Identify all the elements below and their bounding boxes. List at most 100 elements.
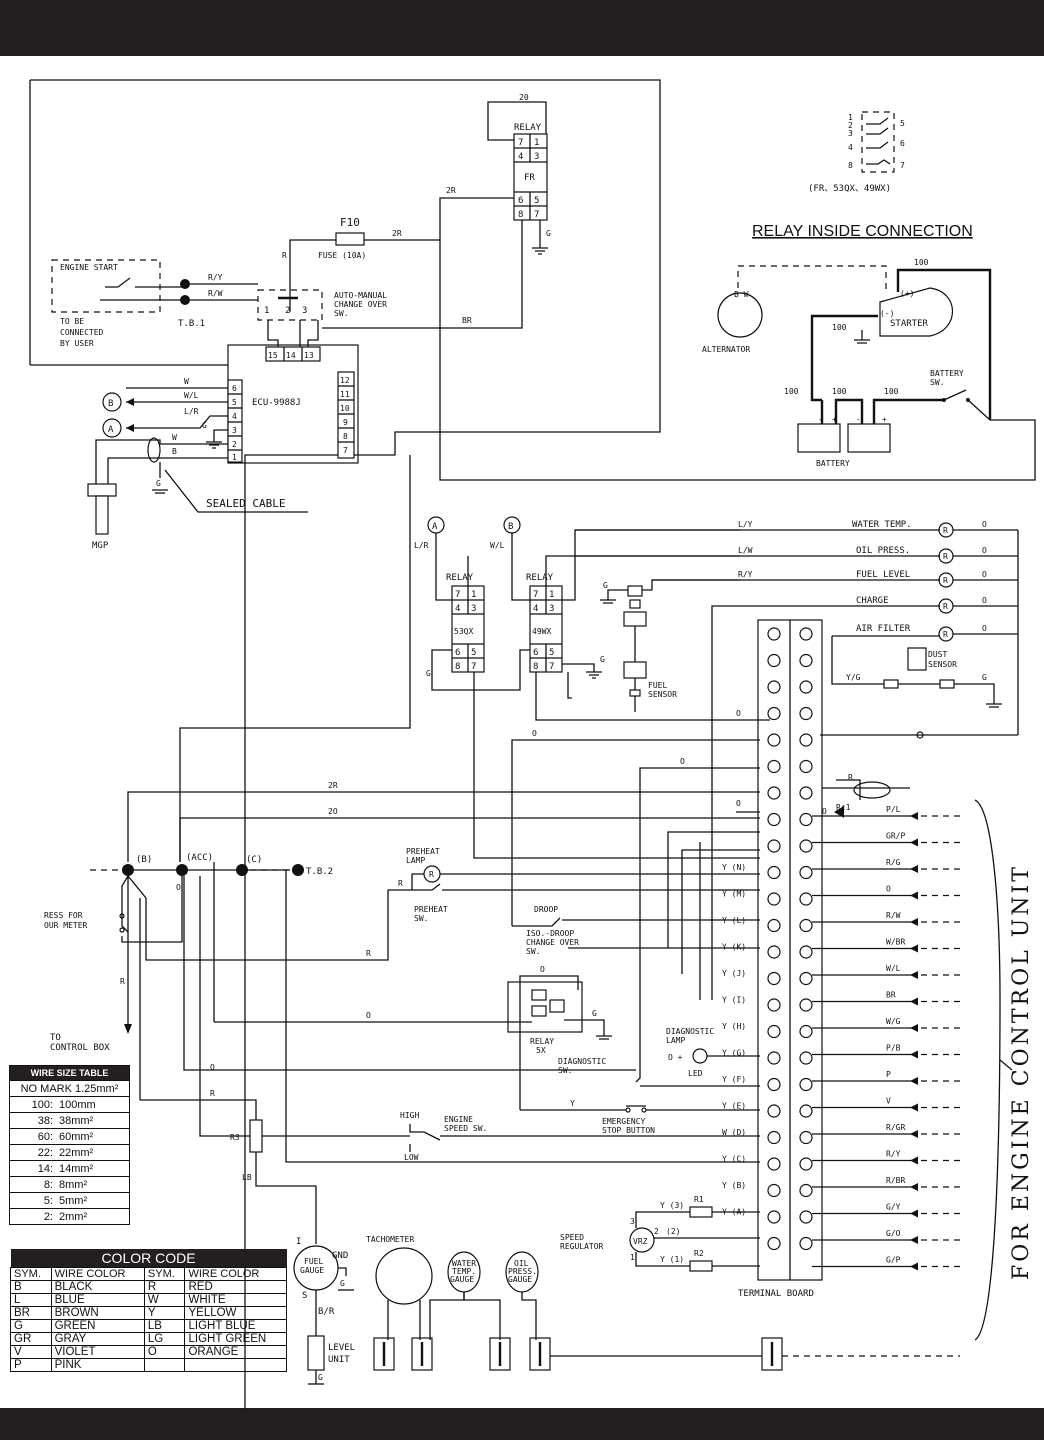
svg-text:+: + [882,415,887,424]
svg-text:L/R: L/R [414,541,429,550]
color-code-header: WIRE COLOR [184,1267,287,1281]
svg-text:4: 4 [533,604,538,614]
svg-text:R2: R2 [694,1249,704,1258]
svg-text:100: 100 [784,387,799,396]
connector-b [102,392,122,412]
svg-text:R/Y: R/Y [738,570,753,579]
diagnostic-switch [635,1070,641,1083]
svg-text:O: O [982,596,987,605]
level-unit [307,1335,325,1371]
wire-size-row: 100:100mm [9,1096,130,1113]
svg-text:9: 9 [343,418,348,427]
svg-text:O: O [982,520,987,529]
node-c [236,864,248,876]
svg-text:A: A [108,425,114,435]
wire-size-value: 5mm² [56,1192,130,1209]
color-code-header: SYM. [143,1267,186,1281]
terminal-screw [799,759,813,774]
terminal-screw [767,1236,781,1251]
ecu-terminals-left: 654 321 [227,379,243,463]
svg-text:6: 6 [900,139,905,148]
wire-size-key: 100: [9,1096,56,1113]
tb1-terminal-2 [180,295,190,305]
fuse-f10 [335,232,365,246]
svg-text:Y (3): Y (3) [660,1201,684,1210]
svg-text:OIL: OIL [514,1259,529,1268]
svg-text:4: 4 [518,152,523,162]
svg-text:G: G [340,1279,345,1288]
svg-text:TO: TO [50,1033,61,1043]
svg-text:4: 4 [232,412,237,421]
color-code-cell: PINK [50,1358,145,1372]
diode [834,806,844,818]
terminal-screw [799,1130,813,1145]
svg-text:8: 8 [343,432,348,441]
color-code-cell: LIGHT GREEN [184,1332,287,1346]
svg-text:W: W [172,433,177,442]
air-filter-lamp-label: AIR FILTER [856,624,911,634]
svg-text:R: R [282,251,287,260]
color-code-cell: VIOLET [50,1345,145,1359]
node-acc [176,864,188,876]
svg-text:WATER: WATER [452,1259,476,1268]
svg-text:ISO.-DROOP: ISO.-DROOP [526,929,574,938]
terminal-screw [799,892,813,906]
ecu-wire-label: P/B [886,1044,901,1053]
svg-text:7: 7 [343,446,348,455]
fuse-f10-label: F10 [340,216,360,229]
color-code-cell: B [10,1280,52,1294]
color-code-cell: L [10,1293,52,1307]
svg-text:6: 6 [232,384,237,393]
resistor-r3 [249,1119,263,1153]
color-code-header: WIRE COLOR [50,1267,145,1281]
svg-text:G: G [603,581,608,590]
svg-text:PREHEAT: PREHEAT [406,847,440,856]
terminal-screw [767,680,781,694]
svg-text:2R: 2R [328,781,338,790]
color-code-title: COLOR CODE [10,1249,287,1268]
svg-text:R: R [366,949,371,958]
svg-text:13: 13 [304,351,314,360]
ecu-wire-arrow [910,1050,918,1059]
wire-size-value: 8mm² [56,1176,130,1193]
terminal-screw [767,918,781,933]
svg-text:3: 3 [471,604,476,614]
svg-text:O: O [736,799,741,808]
color-code-cell: GRAY [50,1332,145,1346]
svg-text:RELAY: RELAY [530,1037,554,1046]
svg-text:G: G [318,1373,323,1382]
color-code-cell: LIGHT BLUE [184,1319,287,1333]
svg-text:1: 1 [264,306,269,316]
terminal-screw [767,706,781,721]
svg-text:LAMP: LAMP [666,1036,685,1045]
svg-text:PREHEAT: PREHEAT [414,905,448,914]
svg-text:R: R [943,526,948,535]
svg-text:R: R [429,870,434,879]
svg-text:Y (1): Y (1) [660,1255,684,1264]
svg-text:2: 2 [848,121,853,130]
svg-text:1: 1 [232,453,237,462]
svg-text:R: R [398,879,403,888]
svg-text:14: 14 [286,351,296,360]
engine-speed-label: SPEED SW. [444,1124,487,1133]
terminal-y-label: Y (F) [722,1075,746,1084]
svg-text:7: 7 [900,161,905,170]
svg-text:3: 3 [848,129,853,138]
svg-text:5: 5 [900,119,905,128]
fuel-level-lamp-label: FUEL LEVEL [856,570,910,580]
svg-text:5: 5 [232,398,237,407]
fuel-sensor [623,585,647,712]
svg-text:RESS FOR: RESS FOR [44,911,83,920]
svg-text:SW.: SW. [930,378,944,387]
ecu-label: ECU-9988J [252,398,301,408]
speed-regulator-label: REGULATOR [560,1242,604,1251]
relay-5x-box [507,981,583,1033]
wire-size-key: 38: [9,1112,56,1129]
ecu-wire-label: O [886,885,891,894]
to-control-box-label: CONTROL BOX [50,1043,110,1053]
terminal-y-label: Y (K) [722,943,746,952]
svg-text:100: 100 [884,387,899,396]
